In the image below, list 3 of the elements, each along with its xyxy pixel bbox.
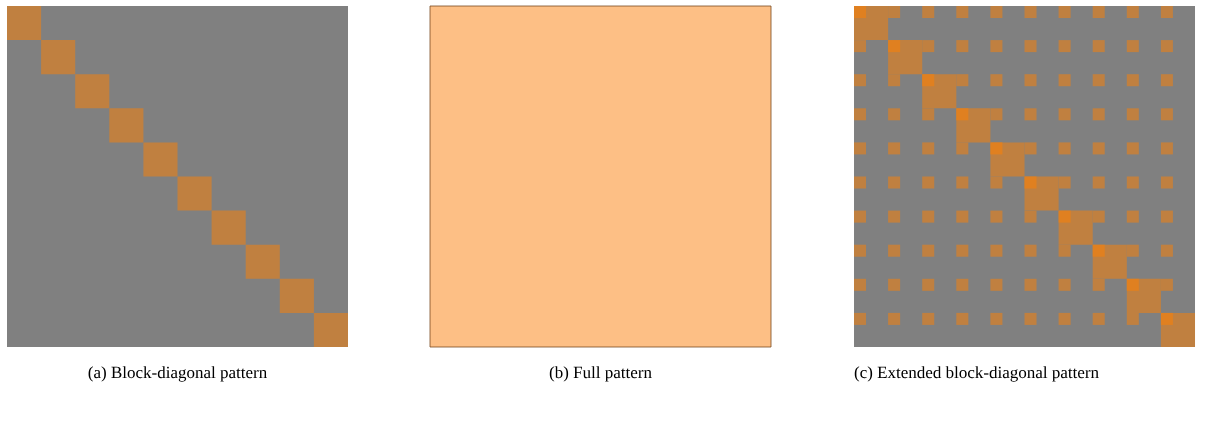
caption: (a) Block-diagonal pattern: [88, 366, 267, 382]
caption: (b) Full pattern: [549, 366, 652, 382]
caption: (c) Extended block-diagonal pattern: [854, 366, 1099, 382]
